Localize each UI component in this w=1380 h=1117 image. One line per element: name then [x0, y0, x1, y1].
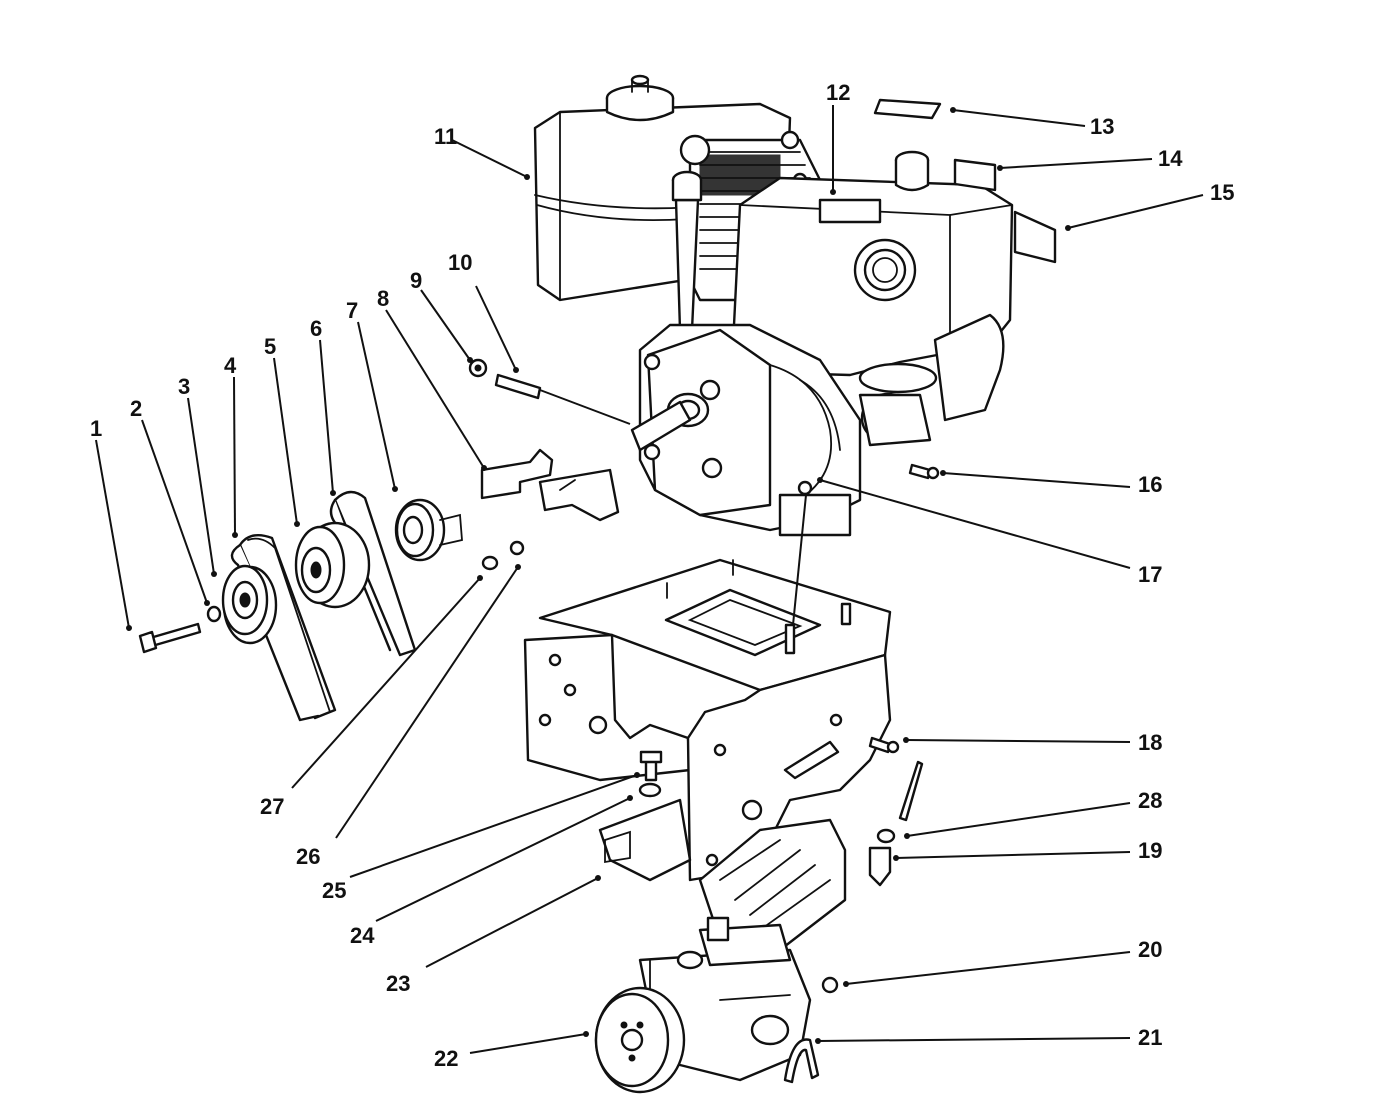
bracket-19 [868, 846, 892, 887]
leader-dots [126, 107, 1071, 1044]
pulley-large [221, 564, 278, 645]
washer-26 [509, 540, 525, 556]
drive-pulley-22 [594, 986, 686, 1094]
label-3: 3 [178, 374, 190, 399]
label-18: 18 [1138, 730, 1162, 755]
pulley-double [294, 521, 371, 609]
crankcase [630, 323, 862, 537]
label-13: 13 [1090, 114, 1114, 139]
muffler [858, 313, 1005, 447]
bolt-27 [481, 555, 499, 571]
lock-washer-2 [206, 605, 222, 623]
bolt-1 [138, 622, 202, 654]
nut-9 [468, 358, 488, 378]
label-12: 12 [826, 80, 850, 105]
nut-20 [821, 976, 839, 994]
label-28: 28 [1138, 788, 1162, 813]
label-15: 15 [1210, 180, 1234, 205]
label-24: 24 [350, 923, 375, 948]
frame [523, 558, 892, 882]
bolt-18 [868, 736, 900, 754]
label-23: 23 [386, 971, 410, 996]
label-26: 26 [296, 844, 320, 869]
bolt-25 [639, 750, 663, 782]
belt-guide-21 [783, 1038, 820, 1084]
label-27: 27 [260, 794, 284, 819]
label-7: 7 [346, 298, 358, 323]
decal-15 [1013, 210, 1057, 264]
label-25: 25 [322, 878, 346, 903]
label-14: 14 [1158, 146, 1183, 171]
label-11: 11 [434, 124, 457, 149]
part-labels: 1 2 3 4 5 6 7 8 9 10 11 12 13 14 15 16 1… [90, 80, 1234, 1071]
label-16: 16 [1138, 472, 1162, 497]
idler-bracket [480, 448, 620, 522]
rod-28 [876, 760, 924, 844]
label-4: 4 [224, 353, 237, 378]
label-5: 5 [264, 334, 276, 359]
decal-14 [953, 158, 997, 192]
washer-24 [638, 782, 662, 798]
label-9: 9 [410, 268, 422, 293]
label-19: 19 [1138, 838, 1162, 863]
label-21: 21 [1138, 1025, 1162, 1050]
label-17: 17 [1138, 562, 1162, 587]
pulley-small [394, 498, 463, 562]
dipstick-tube [671, 170, 703, 332]
label-22: 22 [434, 1046, 458, 1071]
leader-lines [95, 105, 1204, 1054]
label-20: 20 [1138, 937, 1162, 962]
label-8: 8 [377, 286, 389, 311]
label-2: 2 [130, 396, 142, 421]
key-10 [494, 373, 542, 400]
label-1: 1 [90, 416, 102, 441]
decal-13 [873, 98, 942, 120]
bolt-16 [908, 463, 940, 480]
label-6: 6 [310, 316, 322, 341]
label-10: 10 [448, 250, 472, 275]
